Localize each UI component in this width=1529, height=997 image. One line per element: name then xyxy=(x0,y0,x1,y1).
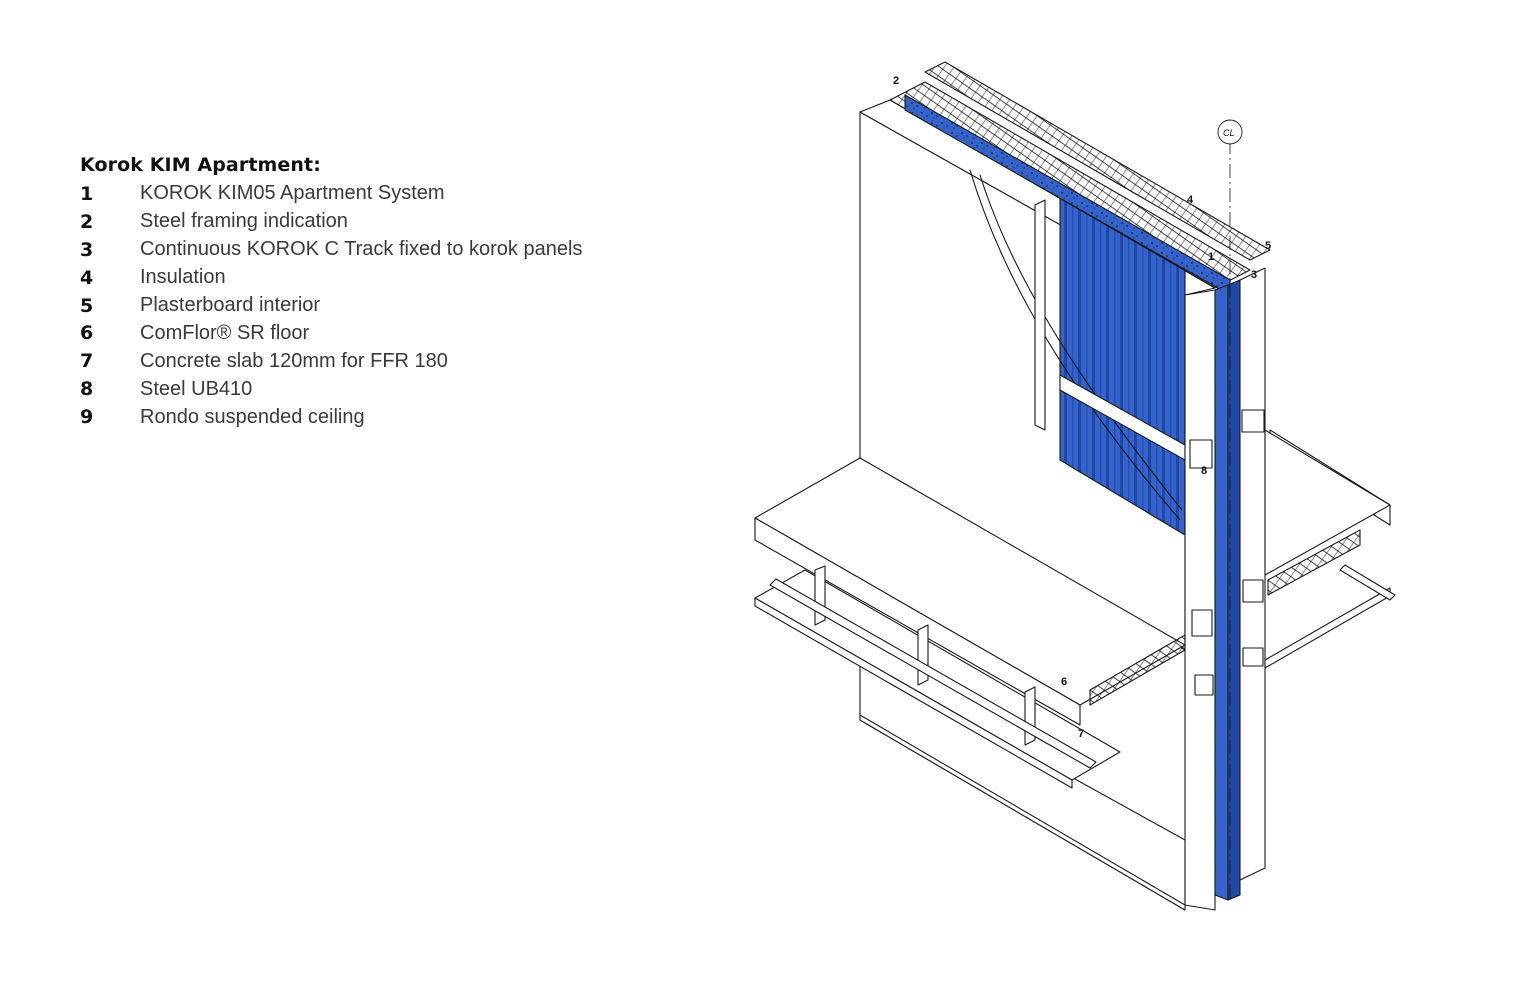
ceiling-channel-2 xyxy=(1339,564,1396,601)
legend-label: ComFlor® SR floor xyxy=(140,321,310,344)
stud-frame-1 xyxy=(1034,199,1046,431)
legend-label: Rondo suspended ceiling xyxy=(140,405,365,428)
legend-list: 1 KOROK KIM05 Apartment System 2 Steel fra… xyxy=(80,180,680,431)
legend-label: Steel framing indication xyxy=(140,210,348,233)
bracket-5 xyxy=(1194,674,1214,696)
callout-4: 4 xyxy=(1187,194,1194,206)
callout-6: 6 xyxy=(1061,676,1067,688)
insulation-under-slab xyxy=(1089,634,1186,706)
bracket-4 xyxy=(1242,579,1264,603)
callout-1: 1 xyxy=(1208,251,1214,263)
legend-label: KOROK KIM05 Apartment System xyxy=(140,182,445,205)
insulation-under-slab-right xyxy=(1267,529,1361,596)
legend-number: 9 xyxy=(80,406,94,429)
column-front xyxy=(1184,289,1216,911)
legend-label: Insulation xyxy=(140,266,226,289)
callout-3: 3 xyxy=(1251,269,1257,281)
floor-slab-edge xyxy=(754,517,1081,726)
legend-label: Continuous KOROK C Track fixed to korok … xyxy=(140,238,583,261)
legend-number: 7 xyxy=(80,350,94,373)
bracket-2 xyxy=(1241,409,1265,433)
legend-number: 6 xyxy=(80,322,94,345)
insulation-top-2 xyxy=(924,61,1271,261)
bracket-3 xyxy=(1191,609,1213,637)
legend-item: 6 ComFlor® SR floor xyxy=(80,319,680,347)
legend-title: Korok KIM Apartment: xyxy=(80,154,321,176)
legend-item: 1 KOROK KIM05 Apartment System xyxy=(80,180,680,208)
bracket-6 xyxy=(1242,647,1264,667)
legend-number: 8 xyxy=(80,378,94,401)
legend-item: 5 Plasterboard interior xyxy=(80,292,680,320)
ceiling-right xyxy=(1264,587,1391,669)
legend-item: 3 Continuous KOROK C Track fixed to korok… xyxy=(80,236,680,264)
korok-column-blue xyxy=(1214,284,1229,901)
centerline-label: CL xyxy=(1223,128,1235,138)
legend-item: 9 Rondo suspended ceiling xyxy=(80,403,680,431)
callout-5: 5 xyxy=(1265,240,1271,252)
beam-web-2 xyxy=(917,624,929,686)
legend-number: 5 xyxy=(80,294,94,317)
plasterboard-column xyxy=(1239,267,1266,881)
peeled-wall-sheet-inner xyxy=(979,174,1183,511)
legend-number: 2 xyxy=(80,210,94,233)
korok-column-blue-edge xyxy=(1227,279,1241,901)
legend-number: 4 xyxy=(80,266,94,289)
legend-label: Concrete slab 120mm for FFR 180 xyxy=(140,349,448,372)
legend-label: Plasterboard interior xyxy=(140,294,321,316)
legend-number: 3 xyxy=(80,238,94,261)
ceiling-channel-1 xyxy=(769,578,1097,769)
legend-label: Steel UB410 xyxy=(140,377,253,400)
legend-item: 7 Concrete slab 120mm for FFR 180 xyxy=(80,347,680,375)
legend: Korok KIM Apartment: 1 KOROK KIM05 Apartm… xyxy=(80,154,680,431)
callout-2: 2 xyxy=(893,75,899,87)
bracket-1 xyxy=(1189,439,1213,469)
callout-8: 8 xyxy=(1201,465,1207,477)
centerline-marker xyxy=(1217,119,1243,145)
wall-structure xyxy=(754,61,1396,911)
legend-item: 2 Steel framing indication xyxy=(80,208,680,236)
legend-item: 4 Insulation xyxy=(80,264,680,292)
ceiling-edge xyxy=(754,597,1073,789)
callout-7: 7 xyxy=(1078,728,1084,740)
legend-number: 1 xyxy=(80,182,94,205)
legend-item: 8 Steel UB410 xyxy=(80,375,680,403)
floor-slab-right-top xyxy=(1264,429,1391,576)
